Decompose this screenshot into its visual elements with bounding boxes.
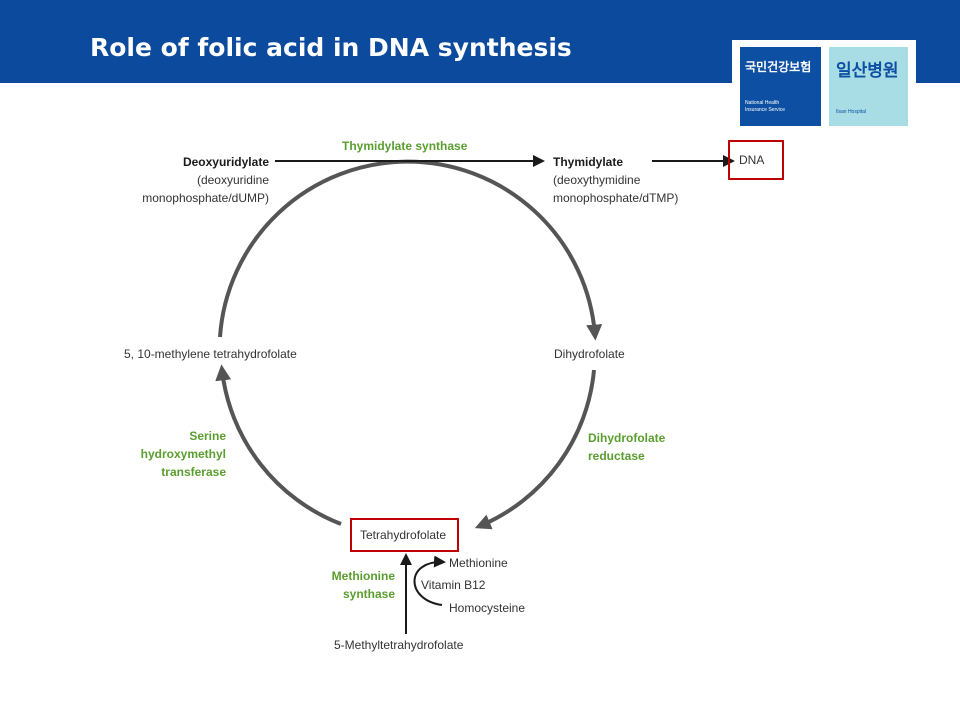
methionine-label: Methionine: [449, 556, 508, 570]
serine-line2: hydroxymethyl: [140, 447, 226, 461]
dihydrofolate-reductase-label: Dihydrofolate reductase: [588, 429, 665, 465]
deoxyuridylate-detail-line1: (deoxyuridine: [196, 173, 269, 187]
thymidylate-detail-line2: monophosphate/dTMP): [553, 191, 679, 205]
homocysteine-label: Homocysteine: [449, 601, 526, 615]
logo-left-english: National Health Insurance Service: [745, 100, 785, 114]
thymidylate-detail-line1: (deoxythymidine: [553, 173, 641, 187]
tetrahydrofolate-label: Tetrahydrofolate: [360, 528, 447, 542]
logo-left-korean: 국민건강보험: [745, 60, 812, 74]
thymidylate-synthase-label: Thymidylate synthase: [342, 139, 468, 153]
methionine-synthase-line1: Methionine: [331, 569, 395, 583]
logo-right-english: Ilsan Hospital: [836, 109, 867, 115]
cycle-arrow-right: [474, 369, 596, 530]
methyl-thf-label: 5-Methyltetrahydrofolate: [334, 638, 464, 652]
methionine-synthase-label: Methionine synthase: [300, 567, 395, 603]
thymidylate-label: Thymidylate: [553, 155, 624, 169]
cycle-arrow-top: [218, 159, 603, 341]
slide-title: Role of folic acid in DNA synthesis: [90, 33, 572, 62]
deoxyuridylate-label: Deoxyuridylate: [182, 155, 269, 169]
methylene-thf-label: 5, 10-methylene tetrahydrofolate: [124, 347, 297, 361]
dihydrofolate-reductase-line2: reductase: [588, 449, 645, 463]
arrow-homocysteine-to-methionine: [413, 555, 446, 606]
dihydrofolate-reductase-line1: Dihydrofolate: [588, 431, 666, 445]
deoxyuridylate-detail-line2: monophosphate/dUMP): [142, 191, 269, 205]
dna-label: DNA: [739, 153, 765, 167]
logo-left-english-line1: National Health: [745, 100, 780, 106]
logo-right-panel: [829, 47, 908, 126]
thymidylate-node: Thymidylate (deoxythymidine monophosphat…: [553, 153, 678, 207]
deoxyuridylate-node: Deoxyuridylate (deoxyuridine monophospha…: [128, 153, 269, 207]
vitamin-b12-label: Vitamin B12: [421, 578, 486, 592]
serine-line3: transferase: [161, 465, 226, 479]
dihydrofolate-label: Dihydrofolate: [554, 347, 625, 361]
dna-box: DNA: [728, 140, 784, 180]
logo-right-korean: 일산병원: [836, 61, 899, 81]
tetrahydrofolate-box: Tetrahydrofolate: [350, 518, 459, 552]
serine-hydroxymethyltransferase-label: Serine hydroxymethyl transferase: [116, 427, 226, 481]
serine-line1: Serine: [189, 429, 226, 443]
cycle-arrow-left: [215, 364, 342, 526]
methionine-synthase-line2: synthase: [342, 587, 395, 601]
logo-left-english-line2: Insurance Service: [745, 107, 786, 113]
logo-left-panel: [740, 47, 821, 126]
